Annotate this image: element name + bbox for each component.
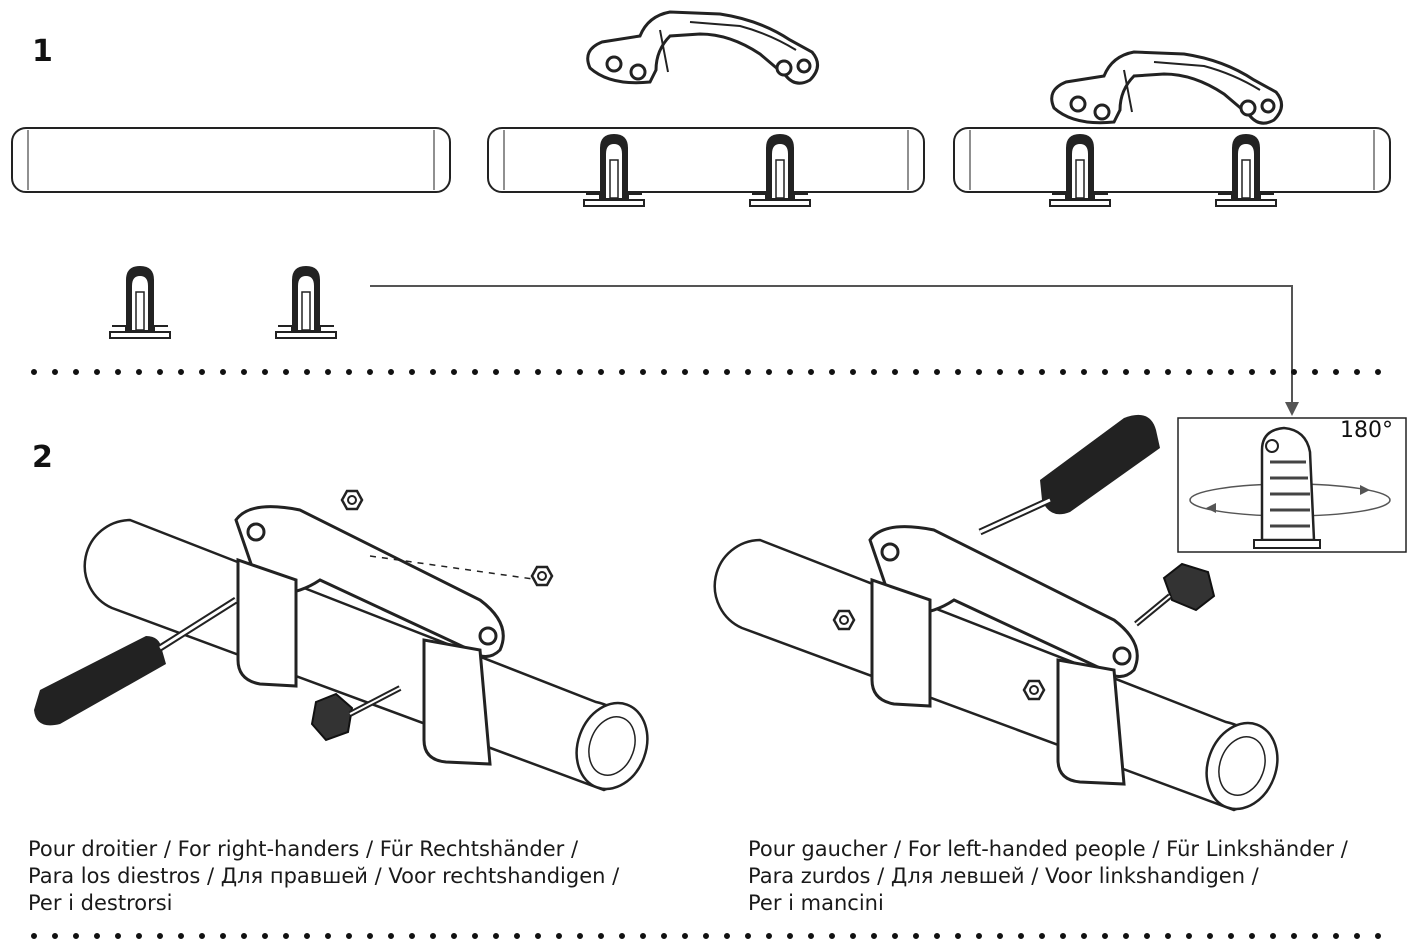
caption-line: Pour gaucher / For left-handed people / …	[748, 837, 1348, 861]
caption-line: Para zurdos / Для левшей / Voor linkshan…	[748, 864, 1259, 888]
rotation-inset	[1177, 417, 1407, 553]
left-handed-assembly	[713, 414, 1279, 812]
bar-step1-b	[487, 127, 925, 193]
bar-step1-a	[11, 127, 451, 193]
loose-post-1	[109, 265, 171, 339]
caption-right-handed: Pour droitier / For right-handers / Für …	[28, 836, 668, 917]
step-number-2: 2	[32, 440, 53, 475]
rotation-angle-label: 180°	[1340, 418, 1393, 443]
step-number-1: 1	[32, 34, 53, 69]
bracket-installed	[1050, 50, 1284, 125]
bracket-raised	[586, 10, 820, 85]
rotation-arrow	[370, 285, 1299, 416]
caption-line: Pour droitier / For right-handers / Für …	[28, 837, 579, 861]
caption-line: Para los diestros / Для правшей / Voor r…	[28, 864, 620, 888]
caption-line: Per i destrorsi	[28, 891, 173, 915]
caption-left-handed: Pour gaucher / For left-handed people / …	[748, 836, 1388, 917]
bar-step1-c	[953, 127, 1391, 193]
loose-post-2	[275, 265, 337, 339]
caption-line: Per i mancini	[748, 891, 884, 915]
right-handed-assembly	[34, 489, 649, 792]
